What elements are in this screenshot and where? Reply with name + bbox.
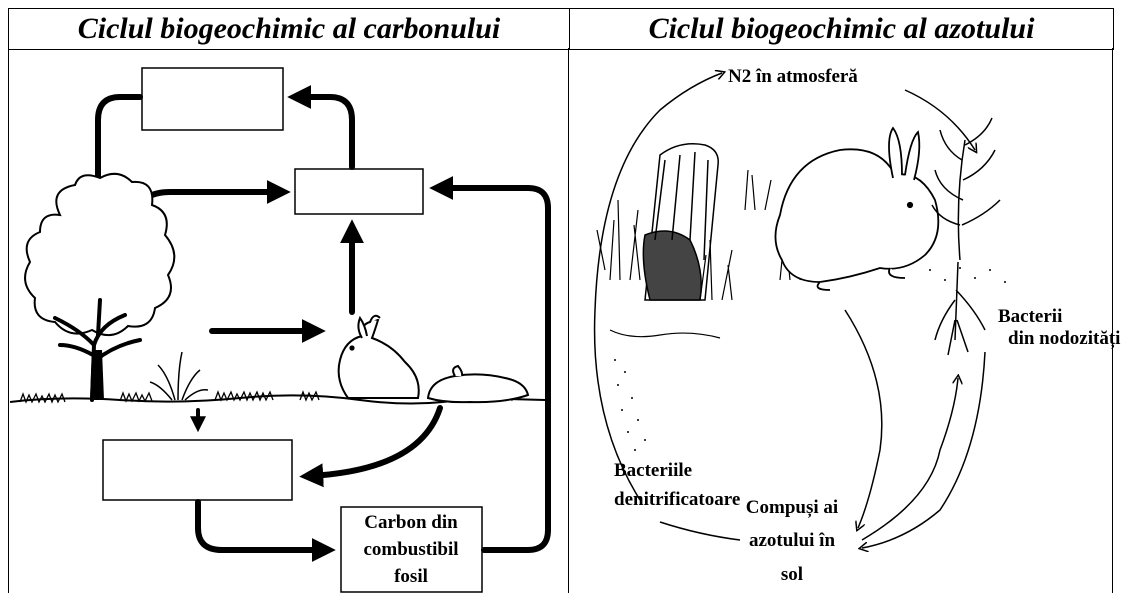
arrow-bottom-to-fossil [198, 502, 325, 550]
nitrogen-cycle-diagram: N2 în atmosferă [595, 66, 1121, 585]
small-plant [150, 352, 208, 400]
dead-rabbit-illustration [428, 366, 528, 402]
arrow-soil-to-plant [862, 378, 958, 540]
nitrogen-rabbit-illustration [775, 128, 938, 290]
denitrifying-label-line1: Bacteriile [614, 460, 692, 481]
fossil-label-line3: fosil [394, 566, 428, 587]
carbon-cycle-diagram: Carbon din combustibil fosil [10, 68, 548, 592]
arc-soil-to-denitrify [660, 522, 740, 540]
arrow-middle-to-top [298, 97, 352, 167]
log-illustration [643, 144, 718, 300]
carbon-middle-box [295, 169, 423, 214]
tree-illustration [25, 174, 174, 400]
rabbit-illustration [339, 316, 419, 398]
soil-compounds-label-line1: Compuși ai [746, 497, 838, 518]
nodule-bacteria-label-line1: Bacterii [998, 306, 1062, 327]
legume-plant-illustration [932, 118, 1000, 355]
fossil-label-line1: Carbon din [364, 512, 458, 533]
carbon-bottom-box [103, 440, 292, 500]
arrow-dead-to-bottom [310, 408, 440, 476]
arrow-organic-to-soil [845, 310, 882, 528]
fossil-label-line2: combustibil [363, 539, 458, 560]
carbon-top-box [142, 68, 283, 130]
n2-atmosphere-label: N2 în atmosferă [728, 66, 858, 87]
soil-compounds-label-line2: azotului în [749, 530, 835, 551]
denitrifying-label-line2: denitrificatoare [614, 489, 740, 510]
nodule-bacteria-label-line2: din nodozități [1008, 328, 1120, 349]
soil-compounds-label-line3: sol [781, 564, 803, 585]
